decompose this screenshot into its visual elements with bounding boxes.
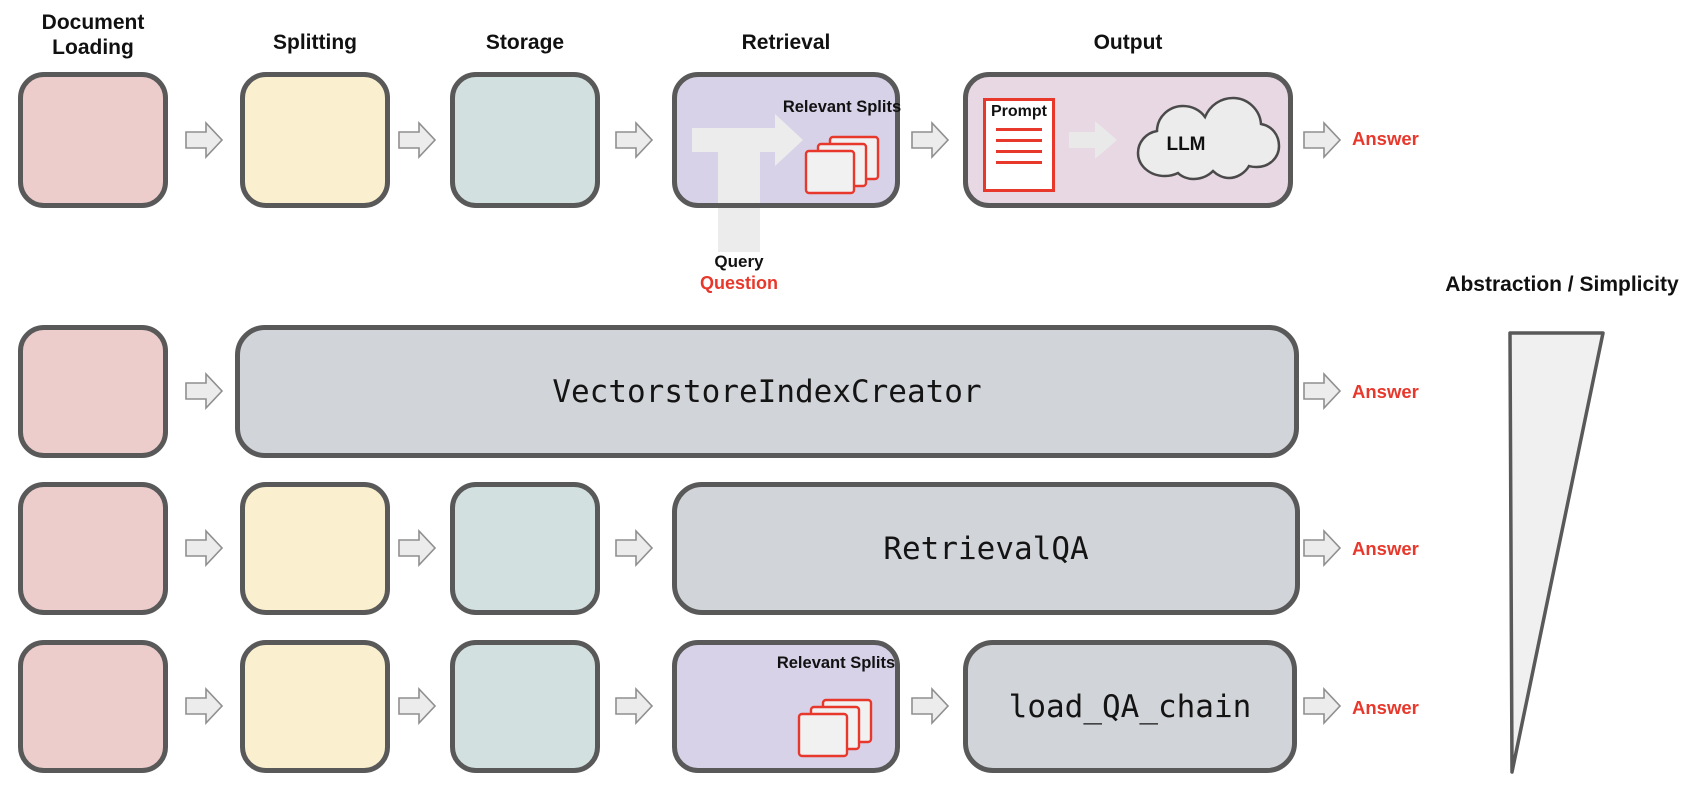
answer-label-top: Answer bbox=[1352, 128, 1419, 149]
arrow-right-icon bbox=[1303, 529, 1342, 567]
arrow-right-icon bbox=[185, 121, 224, 159]
arrow-right-icon bbox=[615, 121, 654, 159]
relevant-splits-label: Relevant Splits bbox=[776, 654, 896, 672]
relevant-splits-box: Relevant Splits bbox=[672, 640, 900, 773]
query-flow-arrow-icon bbox=[692, 114, 803, 203]
arrow-right-icon bbox=[185, 529, 224, 567]
answer-label-row1: Answer bbox=[1352, 381, 1419, 402]
vectorstore-index-creator-box: VectorstoreIndexCreator bbox=[235, 325, 1299, 458]
heading-retrieval: Retrieval bbox=[741, 31, 831, 54]
question-label: Question bbox=[699, 273, 778, 293]
llm-label: LLM bbox=[1166, 134, 1206, 155]
prompt-text-line bbox=[996, 161, 1042, 164]
query-stem-arrow bbox=[718, 206, 760, 252]
prompt-text-line bbox=[996, 139, 1042, 142]
arrow-right-icon bbox=[911, 687, 950, 725]
output-box: Prompt LLM bbox=[963, 72, 1293, 208]
arrow-right-icon bbox=[911, 121, 950, 159]
answer-label-row2: Answer bbox=[1352, 538, 1419, 559]
document-loading-box bbox=[18, 325, 168, 458]
storage-box bbox=[450, 640, 600, 773]
llm-cloud-icon bbox=[1136, 96, 1281, 181]
storage-box bbox=[450, 72, 600, 208]
splitting-box bbox=[240, 72, 390, 208]
heading-storage: Storage bbox=[485, 31, 565, 54]
arrow-right-icon bbox=[398, 529, 437, 567]
load-qa-chain-label: load_QA_chain bbox=[1008, 688, 1252, 725]
arrow-right-icon bbox=[1303, 687, 1342, 725]
arrow-right-icon bbox=[1303, 372, 1342, 410]
prompt-text-line bbox=[996, 150, 1042, 153]
heading-document-loading: Document Loading bbox=[41, 11, 145, 60]
prompt-to-llm-arrow-icon bbox=[1069, 121, 1117, 159]
splitting-box bbox=[240, 640, 390, 773]
document-loading-box bbox=[18, 72, 168, 208]
arrow-right-icon bbox=[615, 687, 654, 725]
answer-label-row3: Answer bbox=[1352, 697, 1419, 718]
arrow-right-icon bbox=[1303, 121, 1342, 159]
splitting-box bbox=[240, 482, 390, 615]
document-loading-box bbox=[18, 640, 168, 773]
prompt-document-icon: Prompt bbox=[983, 98, 1055, 192]
retrievalqa-box: RetrievalQA bbox=[672, 482, 1300, 615]
relevant-splits-label: Relevant Splits bbox=[782, 98, 902, 116]
heading-splitting: Splitting bbox=[273, 31, 357, 54]
document-stack-icon bbox=[804, 135, 880, 195]
vectorstore-index-creator-label: VectorstoreIndexCreator bbox=[552, 373, 982, 410]
query-label: Query bbox=[714, 252, 764, 271]
arrow-right-icon bbox=[398, 121, 437, 159]
abstraction-simplicity-title: Abstraction / Simplicity bbox=[1445, 273, 1679, 296]
document-loading-box bbox=[18, 482, 168, 615]
arrow-right-icon bbox=[615, 529, 654, 567]
heading-output: Output bbox=[1093, 31, 1163, 54]
retrievalqa-label: RetrievalQA bbox=[883, 530, 1089, 567]
arrow-right-icon bbox=[185, 372, 224, 410]
document-stack-icon bbox=[797, 698, 873, 758]
prompt-text-line bbox=[996, 128, 1042, 131]
arrow-right-icon bbox=[398, 687, 437, 725]
retrieval-box: Relevant Splits bbox=[672, 72, 902, 208]
storage-box bbox=[450, 482, 600, 615]
arrow-right-icon bbox=[185, 687, 224, 725]
abstraction-triangle-icon bbox=[1508, 331, 1605, 774]
prompt-label: Prompt bbox=[991, 103, 1047, 120]
load-qa-chain-box: load_QA_chain bbox=[963, 640, 1297, 773]
